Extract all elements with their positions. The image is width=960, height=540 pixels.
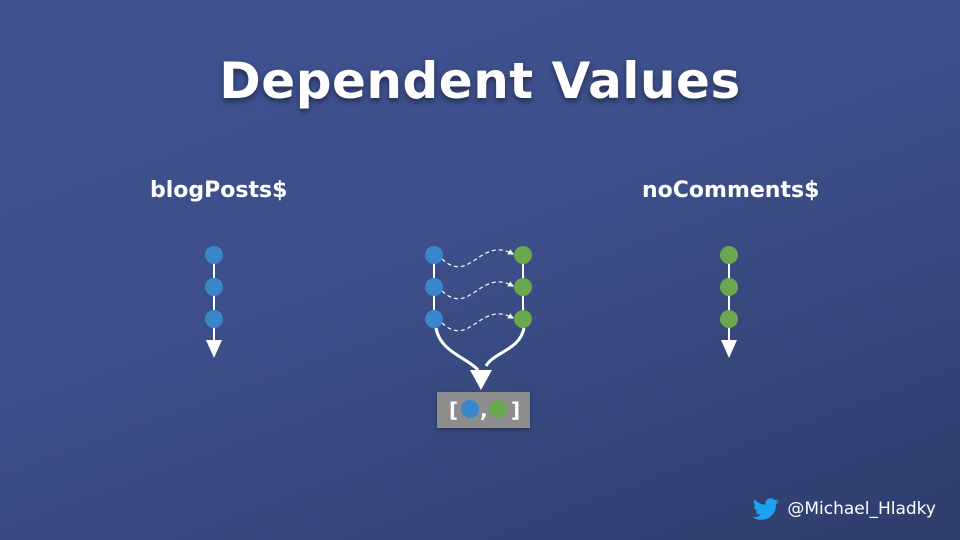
slide-title: Dependent Values [219,52,741,110]
nocomments-marble-3 [720,310,738,328]
combined-blue-marble-3 [425,310,443,328]
combined-value-box [437,392,530,428]
combined-green-marble-3 [514,310,532,328]
nocomments-arrowhead [721,340,737,358]
blogposts-stream [205,246,223,358]
combined-green-value [489,400,507,418]
author-handle: @Michael_Hladky [787,499,936,519]
blogposts-marble-3 [205,310,223,328]
combined-open-bracket: [ [449,398,458,422]
merge-curve-left [434,327,480,372]
combined-stream: [ , ] [425,246,532,428]
combined-separator: , [480,398,488,422]
dependency-arrow-3 [441,313,515,332]
author-credit: @Michael_Hladky [753,498,936,520]
blogposts-stream-label: blogPosts$ [150,178,288,203]
merge-arrowhead [470,370,492,390]
twitter-bird-icon [753,498,779,520]
blogposts-marble-2 [205,278,223,296]
nocomments-marble-2 [720,278,738,296]
nocomments-stream-label: noComments$ [642,178,820,203]
dependency-arrow-2 [441,281,515,300]
combined-blue-marble-1 [425,246,443,264]
combined-blue-marble-2 [425,278,443,296]
blogposts-marble-1 [205,246,223,264]
blogposts-arrowhead [206,340,222,358]
dependency-arrow-1 [441,249,515,268]
merge-curve-right [484,327,526,367]
nocomments-stream [720,246,738,358]
combined-green-marble-1 [514,246,532,264]
combined-blue-value [461,400,479,418]
combined-close-bracket: ] [511,398,520,422]
combined-green-marble-2 [514,278,532,296]
nocomments-marble-1 [720,246,738,264]
